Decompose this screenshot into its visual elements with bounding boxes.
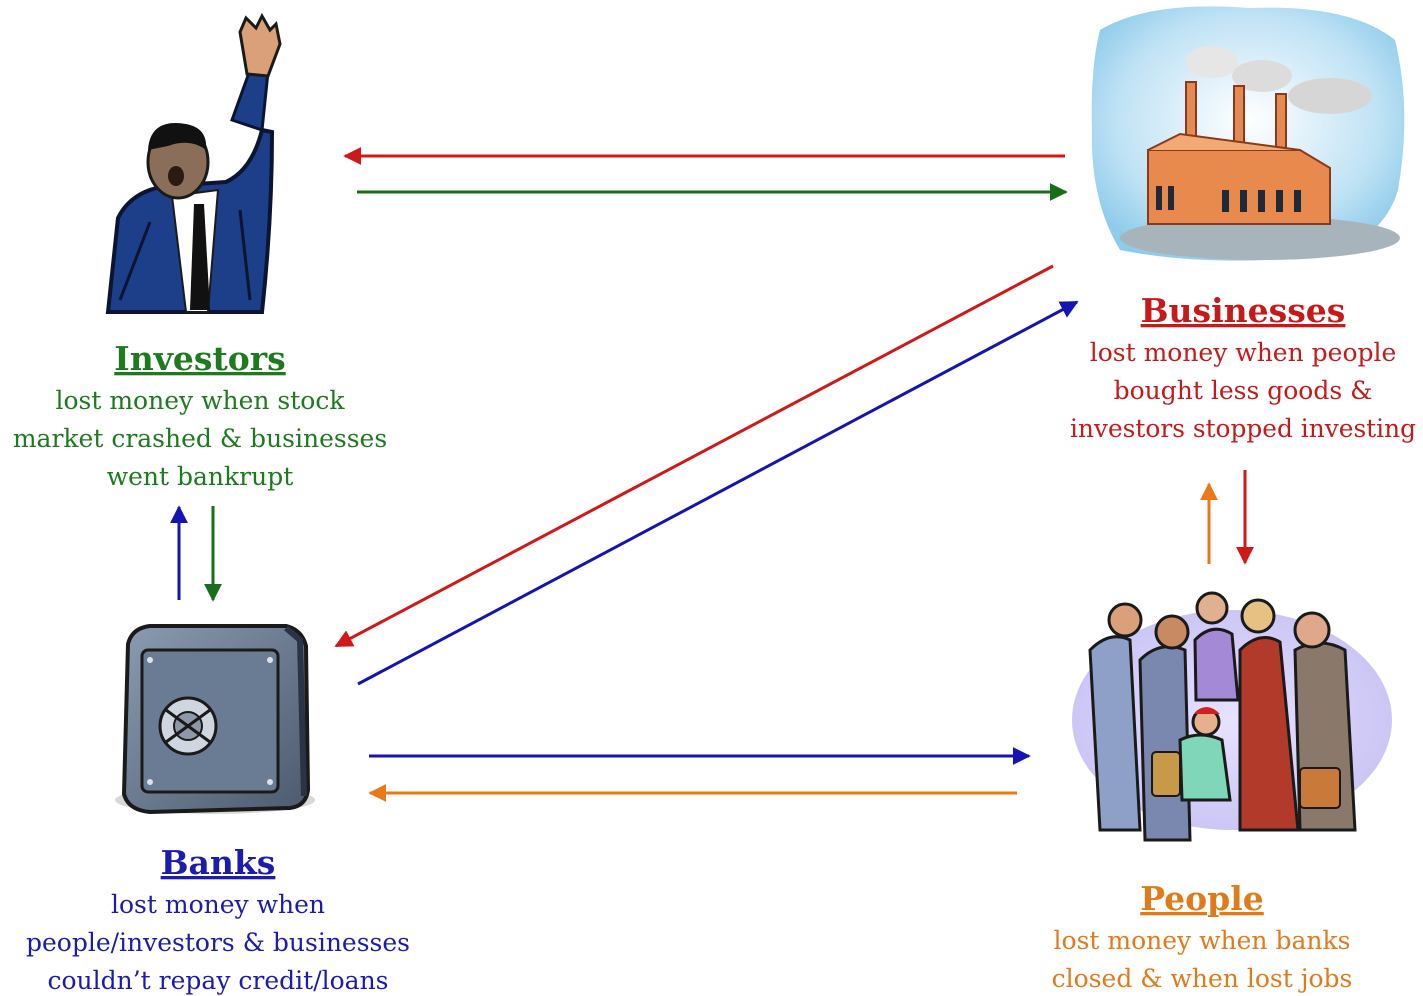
- investors-desc-line-2: market crashed & businesses: [13, 424, 387, 453]
- investors-desc-line-1: lost money when stock: [55, 386, 345, 415]
- banks-title: Banks: [161, 843, 276, 882]
- people-node: People lost money when banks closed & wh…: [1052, 879, 1353, 993]
- bank-safe-icon: [115, 624, 315, 815]
- people-title: People: [1140, 879, 1264, 918]
- businesses-desc-line-3: investors stopped investing: [1070, 414, 1416, 443]
- businesses-desc-line-2: bought less goods &: [1114, 376, 1373, 405]
- banks-desc-line-2: people/investors & businesses: [26, 928, 410, 957]
- crowd-of-people-icon: [1072, 591, 1392, 842]
- factory-icon: [1091, 6, 1405, 261]
- people-desc-line-2: closed & when lost jobs: [1052, 964, 1353, 993]
- arrow-banks-to-businesses: [357, 300, 1079, 686]
- people-desc-line-1: lost money when banks: [1054, 926, 1351, 955]
- banks-node: Banks lost money when people/investors &…: [26, 843, 410, 995]
- banks-desc-line-1: lost money when: [111, 890, 325, 919]
- businesses-desc-line-1: lost money when people: [1090, 338, 1397, 367]
- arrow-businesses-to-banks: [334, 264, 1054, 648]
- investors-title: Investors: [114, 339, 285, 378]
- arrows: [170, 147, 1254, 802]
- businesses-title: Businesses: [1141, 291, 1346, 330]
- investors-node: Investors lost money when stock market c…: [13, 339, 387, 491]
- businesses-node: Businesses lost money when people bought…: [1070, 291, 1416, 443]
- banks-desc-line-3: couldn’t repay credit/loans: [47, 966, 388, 995]
- cheering-investor-icon: [105, 12, 282, 314]
- investors-desc-line-3: went bankrupt: [107, 462, 294, 491]
